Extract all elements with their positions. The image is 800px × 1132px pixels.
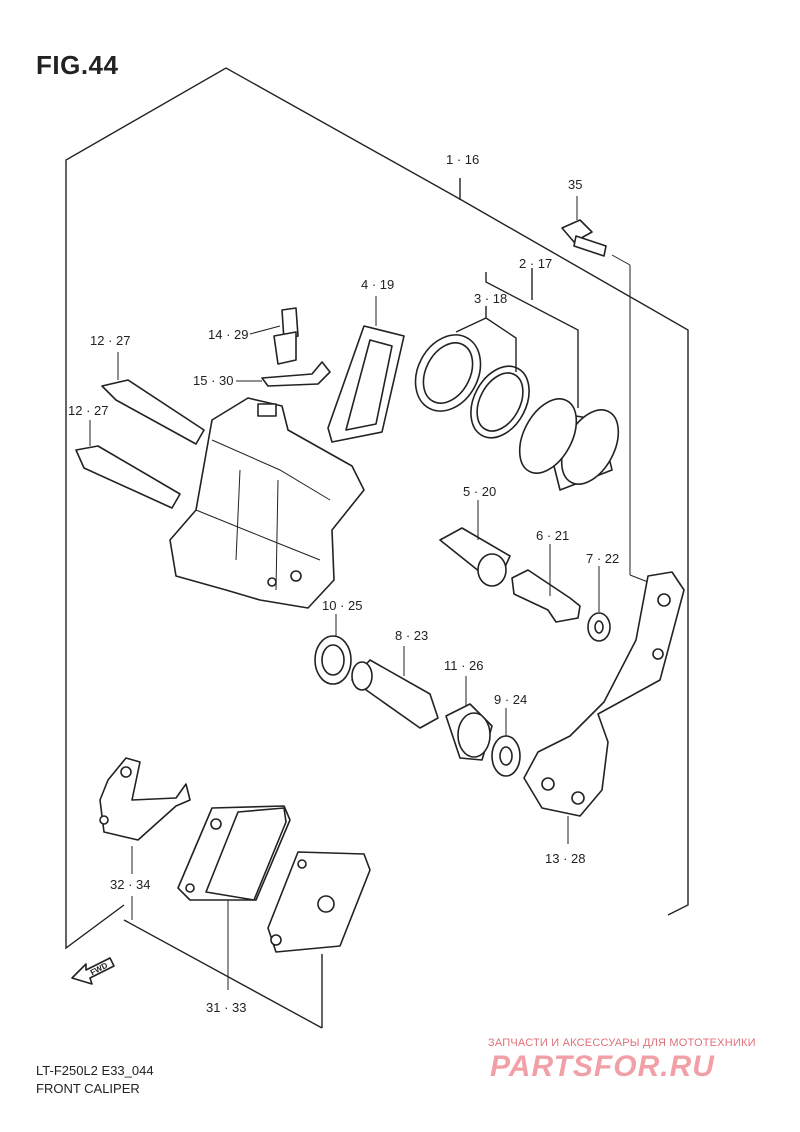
- caliper-bracket-13: [523, 571, 685, 844]
- callout-11-26[interactable]: 11 · 26: [444, 658, 484, 673]
- pad-shim-32: [99, 757, 191, 920]
- piston: [518, 398, 620, 491]
- callout-35[interactable]: 35: [568, 177, 583, 192]
- callout-3-18[interactable]: 3 · 18: [474, 291, 508, 306]
- callout-5-20[interactable]: 5 · 20: [463, 484, 497, 499]
- assembly-outline: [65, 67, 459, 950]
- watermark-tagline: ЗАПЧАСТИ И АКСЕССУАРЫ ДЛЯ МОТОТЕХНИКИ: [488, 1037, 756, 1049]
- callout-12-27-upper[interactable]: 12 · 27: [90, 333, 131, 348]
- bleeder-cap-15: [236, 361, 331, 387]
- bleeder-valve-14: [249, 307, 299, 365]
- callout-13-28[interactable]: 13 · 28: [545, 851, 586, 866]
- callout-4-19[interactable]: 4 · 19: [361, 277, 395, 292]
- model-code: LT-F250L2 E33_044: [36, 1063, 154, 1078]
- callout-6-21[interactable]: 6 · 21: [536, 528, 570, 543]
- callout-8-23[interactable]: 8 · 23: [395, 628, 429, 643]
- callout-14-29[interactable]: 14 · 29: [208, 327, 249, 342]
- leader-line: [455, 317, 487, 333]
- callout-12-27-lower[interactable]: 12 · 27: [68, 403, 109, 418]
- section-name: FRONT CALIPER: [36, 1081, 140, 1096]
- sleeve-5: [439, 500, 511, 587]
- callout-9-24[interactable]: 9 · 24: [494, 692, 528, 707]
- leader-line: [485, 272, 579, 408]
- seal-ring-3: [414, 334, 482, 412]
- bolt-6: [511, 544, 581, 623]
- callout-7-22[interactable]: 7 · 22: [586, 551, 620, 566]
- washer-7: [587, 566, 611, 642]
- pad-spring-4: [327, 296, 405, 443]
- assembly-outline-right: [457, 197, 689, 916]
- slide-pin-12-upper: [101, 352, 205, 445]
- boot-10: [314, 614, 352, 685]
- callout-32-34[interactable]: 32 · 34: [110, 877, 151, 892]
- watermark-logo: PARTSFOR.RU: [490, 1050, 715, 1083]
- leader-line: [485, 306, 517, 372]
- slide-pin-12-lower: [75, 420, 181, 509]
- seal-ring-2: [470, 365, 530, 439]
- washer-9: [491, 708, 521, 777]
- pad-plate-33: [267, 851, 371, 953]
- fwd-arrow-icon: FWD: [71, 957, 115, 985]
- callout-2-17[interactable]: 2 · 17: [519, 256, 553, 271]
- caliper-body: [169, 397, 365, 609]
- bolt-35: [561, 196, 649, 583]
- callout-1-16[interactable]: 1 · 16: [446, 152, 480, 167]
- callout-10-25[interactable]: 10 · 25: [322, 598, 363, 613]
- leader-line: [123, 919, 323, 1029]
- brake-pad-31: [177, 805, 291, 990]
- boot-11: [445, 676, 493, 761]
- callout-31-33[interactable]: 31 · 33: [206, 1000, 247, 1015]
- figure-title: FIG.44: [36, 50, 119, 80]
- callout-15-30[interactable]: 15 · 30: [193, 373, 234, 388]
- pin-8: [351, 646, 439, 729]
